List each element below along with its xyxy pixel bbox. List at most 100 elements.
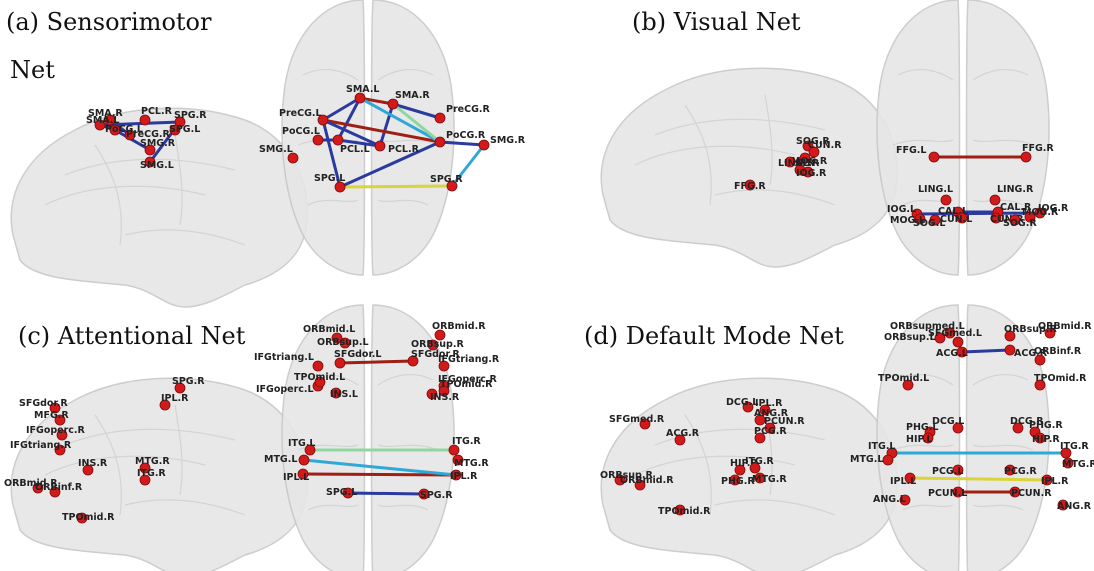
network-default-side: SFGmed.RACG.RDCG.LIPL.RANG.RPCUN.RPCG.RH… [600, 397, 805, 517]
node-label: LING.R [997, 184, 1034, 195]
node-label: ACG.R [666, 428, 700, 439]
node-label: PCG.R [1004, 466, 1037, 477]
brain-top-b [876, 0, 1050, 276]
node-label: CAL.R [788, 158, 820, 169]
node-label: ORBsup.L [317, 337, 369, 348]
node-PCG.R [754, 432, 766, 444]
node-TPOmid.L [902, 379, 914, 391]
node-TPOmid.L [314, 376, 326, 388]
node-PreCG.R [124, 129, 136, 141]
node-label: TPOmid.L [294, 372, 345, 383]
node-ORBsup.L [934, 332, 946, 344]
node-label: IOG.L [887, 204, 916, 215]
node-label: PHG.R [1029, 420, 1063, 431]
brain-top-c-sulcus [377, 373, 434, 386]
node-label: SOG.L [913, 218, 945, 229]
node-ORBinf.R [49, 486, 61, 498]
node-label: SMG.R [140, 138, 176, 149]
brain-side-b-sulcus [764, 94, 773, 186]
node-label: PoCG.L [282, 126, 320, 137]
node-label: ORBmid.L [303, 324, 355, 335]
node-label: MOG.R [791, 156, 828, 167]
node-label: IFGtriang.L [254, 352, 314, 363]
node-label: ITG.L [288, 438, 315, 449]
edge-SMA.R-PreCG.R [391, 102, 442, 120]
node-label: SMG.L [140, 160, 174, 171]
brain-top-c-sulcus [302, 373, 359, 386]
node-SFGdor.R [49, 402, 61, 414]
node-MTG.R [1062, 457, 1074, 469]
panel-b-title: (b) Visual Net [632, 8, 801, 36]
node-label: INS.L [330, 389, 358, 400]
node-ACG.L [956, 346, 968, 358]
node-SPG.L [169, 124, 181, 136]
node-PCUN.L [952, 486, 964, 498]
node-label: SFGdor.R [411, 349, 460, 360]
brain-top-b-sulcus [892, 139, 954, 146]
brain-side-a [10, 107, 309, 308]
node-INS.L [330, 387, 342, 399]
brain-top-b-left-hemisphere [876, 0, 961, 276]
edge-SPG.L-SPG.R [346, 491, 426, 496]
edge-PoCG.R-SMG.R [438, 140, 486, 147]
node-label: PreCG.L [279, 108, 322, 119]
node-label: SFGdor.R [19, 398, 68, 409]
brain-top-a-sulcus [377, 68, 434, 81]
brain-side-c-sulcus [64, 428, 236, 446]
node-label: DCG.L [932, 416, 964, 427]
node-label: ORBsup.R [411, 339, 464, 350]
brain-side-a-sulcus [124, 229, 246, 246]
node-ORBsup.R [427, 339, 439, 351]
brain-top-a-sulcus [377, 199, 429, 206]
panel-a-title: (a) Sensorimotor [6, 8, 212, 36]
node-SFGdor.R [407, 355, 419, 367]
node-label: SFGmed.R [609, 414, 665, 425]
node-IPL.L [904, 472, 916, 484]
node-label: MOG.R [1022, 207, 1059, 218]
node-CUN.R [808, 146, 820, 158]
node-PoCG.L [109, 124, 121, 136]
brain-side-c-sulcus [94, 414, 122, 516]
node-label: PCUN.R [764, 416, 805, 427]
node-IPL.R [159, 399, 171, 411]
edge-SMA.R-PoCG.R [391, 102, 442, 144]
node-label: ITG.R [137, 468, 166, 479]
node-label: HIP.R [1032, 434, 1060, 445]
node-label: SPG.R [420, 490, 453, 501]
node-label: MOG.L [890, 215, 925, 226]
node-label: FFG.L [896, 145, 926, 156]
node-ORBsup.R [614, 474, 626, 486]
edge-IPL.L-IPL.R [301, 472, 458, 477]
brain-top-c-sulcus [377, 444, 439, 451]
node-SMG.R [144, 144, 156, 156]
node-label: PCG.L [932, 466, 963, 477]
node-IPL.R [1041, 474, 1053, 486]
node-label: INS.R [430, 392, 460, 403]
node-ANG.R [754, 414, 766, 426]
node-label: MTG.R [752, 474, 787, 485]
node-label: MTG.R [135, 456, 170, 467]
node-MTG.L [298, 454, 310, 466]
edge-SMA.L-PCL.L [336, 96, 362, 142]
node-PHG.R [729, 474, 741, 486]
node-MOG.R [1024, 211, 1036, 223]
node-label: IPL.L [283, 472, 309, 483]
brain-top-b-sulcus [897, 68, 954, 81]
node-label: ANG.L [873, 494, 906, 505]
node-SMG.L [287, 152, 299, 164]
node-label: SFGmed.L [928, 328, 982, 339]
node-label: IPL.L [890, 476, 916, 487]
node-label: TPOmid.R [658, 506, 711, 517]
node-INS.R [426, 388, 438, 400]
node-label: PCG.R [754, 426, 787, 437]
brain-side-d-sulcus [654, 428, 826, 446]
node-TPOmid.R [76, 512, 88, 524]
node-label: SOG.R [796, 136, 830, 147]
node-IFGtriang.R [438, 360, 450, 372]
node-label: MTG.L [850, 454, 883, 465]
node-SOG.L [929, 214, 941, 226]
node-HIP.R [734, 464, 746, 476]
node-label: IPL.R [1041, 476, 1069, 487]
